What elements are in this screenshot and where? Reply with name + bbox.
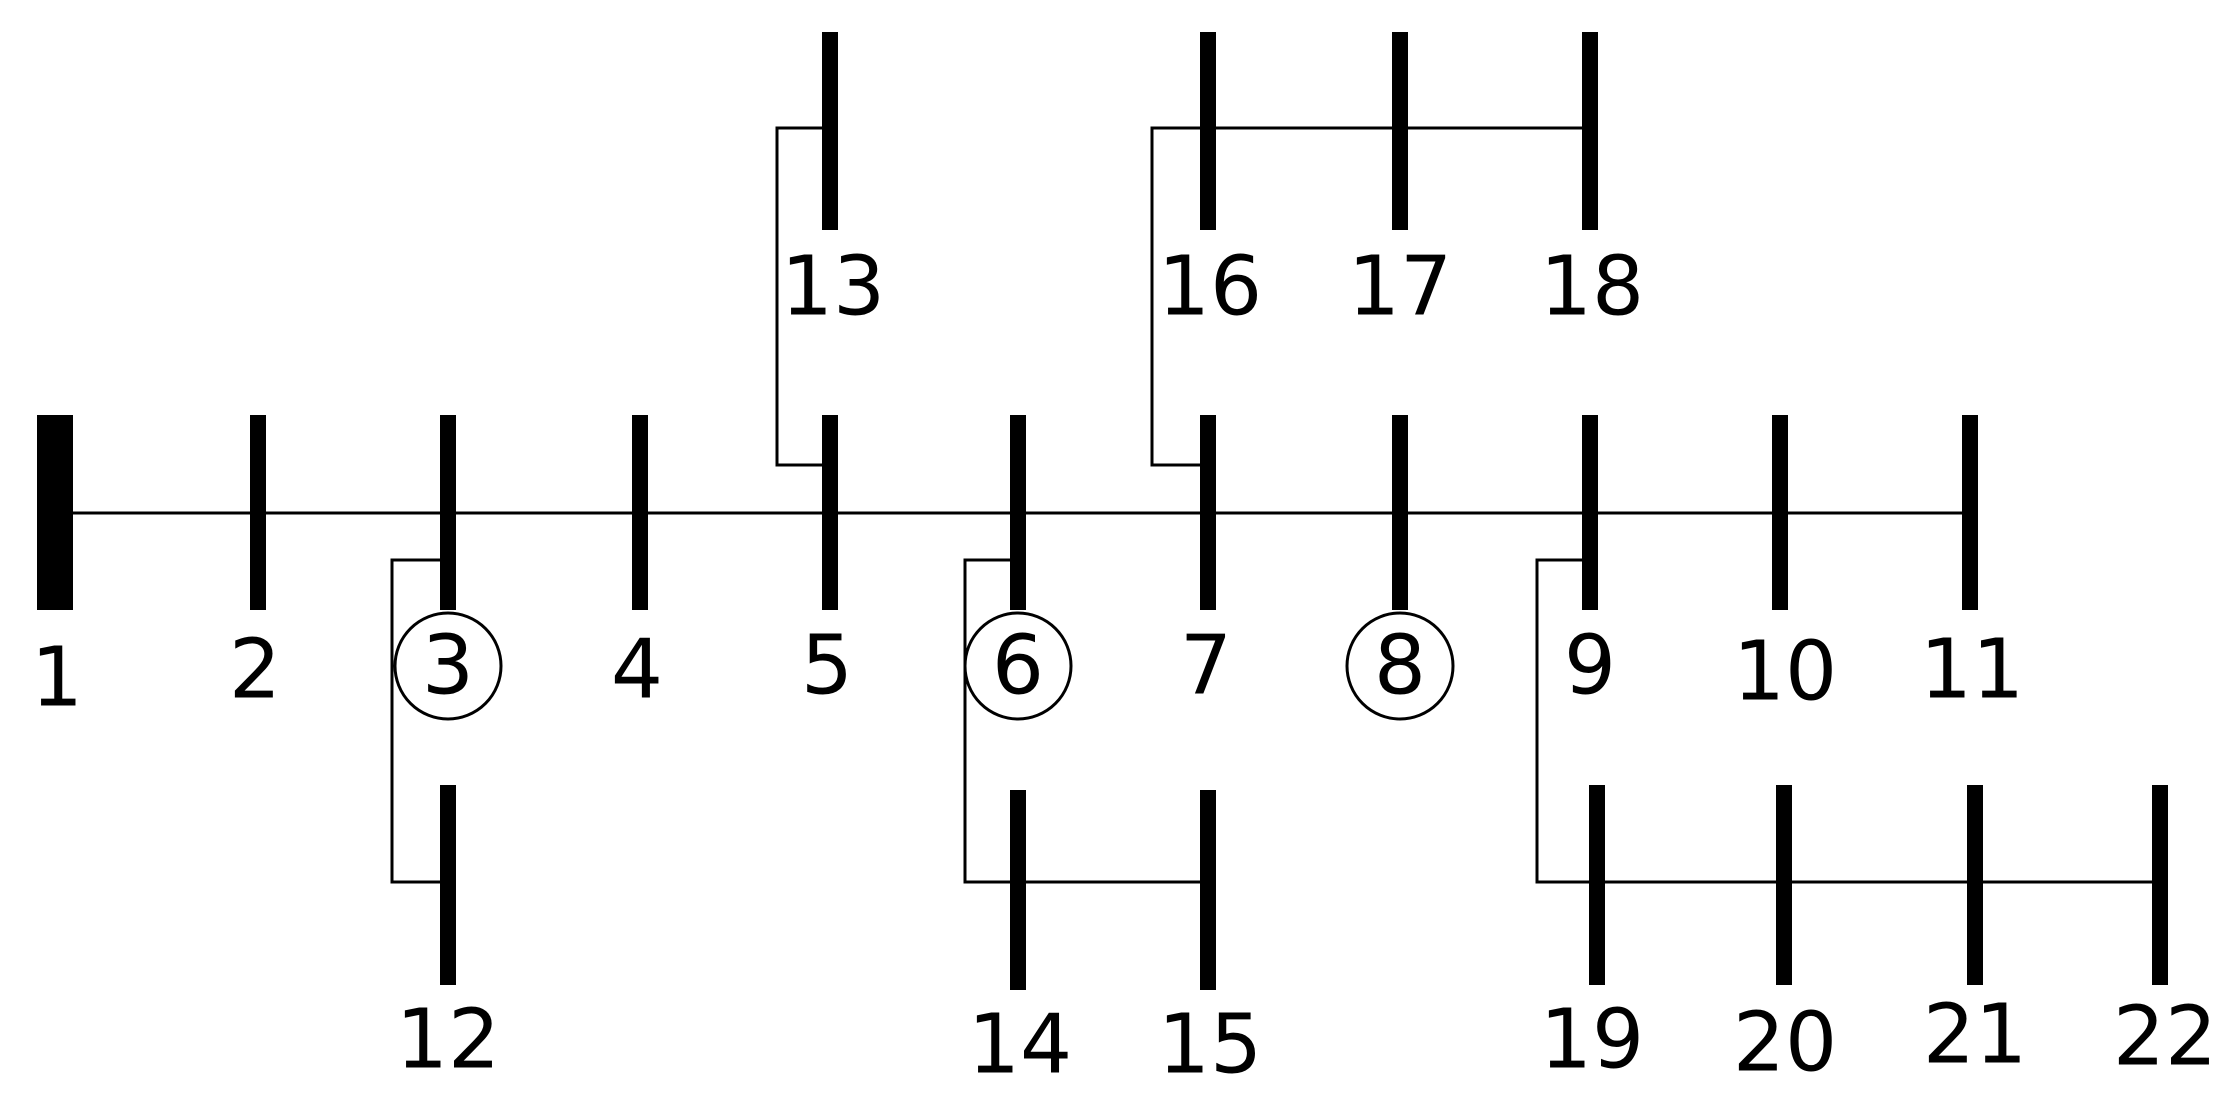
bus-label-9: 9 [1564,619,1616,714]
bus-label-13: 13 [781,240,885,335]
bus-label-21: 21 [1923,988,2027,1083]
branch-6-14-connector [963,558,1018,884]
bus-label-3: 3 [422,619,474,714]
bus-label-20: 20 [1733,996,1837,1091]
branch-3-12-connector [390,558,448,884]
bus-label-8: 8 [1374,619,1426,714]
bus-label-12: 12 [396,993,500,1088]
branch-7-16-connector [1150,126,1208,467]
bus-markers [393,611,1455,721]
branch-connectors [55,126,2160,884]
bus-label-2: 2 [229,623,281,718]
bus-label-19: 19 [1540,993,1644,1088]
bus-label-16: 16 [1158,240,1262,335]
bus-marker-circle-3 [393,611,503,721]
bus-bars [37,32,2168,990]
bus-label-5: 5 [801,619,853,714]
bus-label-11: 11 [1920,623,2024,718]
branch-5-13-connector [775,126,830,467]
bus-label-4: 4 [611,623,663,718]
bus-label-15: 15 [1158,998,1262,1093]
branch-9-19-connector [1535,558,1597,884]
bus-label-10: 10 [1733,625,1837,720]
bus-label-22: 22 [2113,990,2217,1085]
bus-label-17: 17 [1348,240,1452,335]
bus-label-14: 14 [968,998,1072,1093]
bus-label-7: 7 [1180,619,1232,714]
bus-marker-circle-6 [963,611,1073,721]
bus-label-18: 18 [1540,240,1644,335]
bus-label-1: 1 [31,631,83,726]
bus-marker-circle-8 [1345,611,1455,721]
bus-label-6: 6 [992,619,1044,714]
